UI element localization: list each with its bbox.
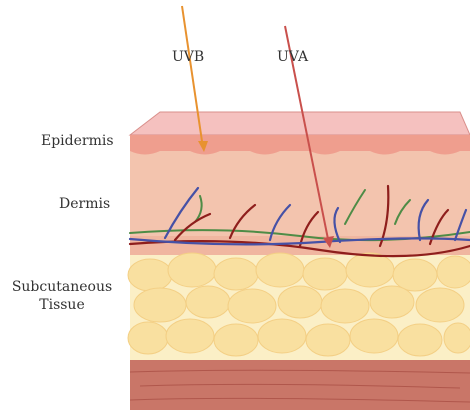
subcutaneous-label: Subcutaneous Tissue	[10, 278, 114, 314]
epidermis-layer	[130, 135, 470, 151]
uva-label: UVA	[277, 49, 308, 65]
subcutaneous-label-line1: Subcutaneous	[10, 278, 114, 296]
epidermis-label: Epidermis	[41, 133, 114, 149]
dermis-label: Dermis	[59, 196, 110, 212]
epidermis-top-surface	[130, 112, 470, 135]
uvb-label: UVB	[172, 49, 204, 65]
fat-cells	[128, 253, 470, 356]
subcutaneous-label-line2: Tissue	[10, 296, 114, 314]
